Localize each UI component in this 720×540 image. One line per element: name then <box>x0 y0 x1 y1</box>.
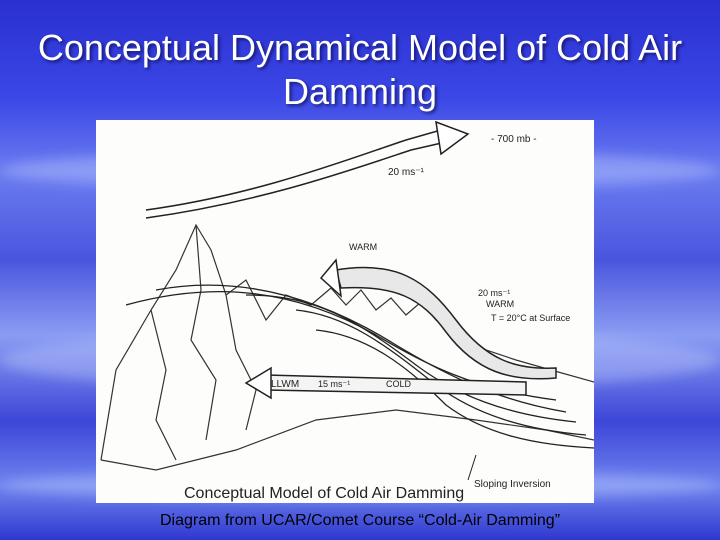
llwm-label: LLWM <box>271 379 299 390</box>
slide-title: Conceptual Dynamical Model of Cold Air D… <box>37 27 683 112</box>
mountain-range <box>100 223 594 471</box>
cold-label: COLD <box>386 379 412 389</box>
warm-air-arrow <box>319 258 557 380</box>
warm-mid-label: WARM <box>486 299 514 309</box>
upper-wind-arrow <box>145 120 470 219</box>
surface-temp-label: T = 20°C at Surface <box>491 313 570 323</box>
inversion-pointer <box>467 454 477 481</box>
level-label: - 700 mb - <box>491 134 537 145</box>
llwm-speed-label: 15 ms⁻¹ <box>318 379 350 389</box>
sloping-inversion-label: Sloping Inversion <box>474 479 551 490</box>
slide-caption: Diagram from UCAR/Comet Course “Cold-Air… <box>159 512 561 529</box>
llwm-arrow <box>244 366 527 400</box>
diagram-svg: - 700 mb - 20 ms⁻¹ WARM 20 ms⁻¹ WARM T =… <box>100 120 594 502</box>
diagram-caption: Conceptual Model of Cold Air Damming <box>184 485 464 502</box>
upper-wind-label: 20 ms⁻¹ <box>388 167 425 178</box>
cold-air-damming-diagram: - 700 mb - 20 ms⁻¹ WARM 20 ms⁻¹ WARM T =… <box>96 120 594 503</box>
warm-wind-label: 20 ms⁻¹ <box>478 288 510 298</box>
warm-top-label: WARM <box>349 242 377 252</box>
